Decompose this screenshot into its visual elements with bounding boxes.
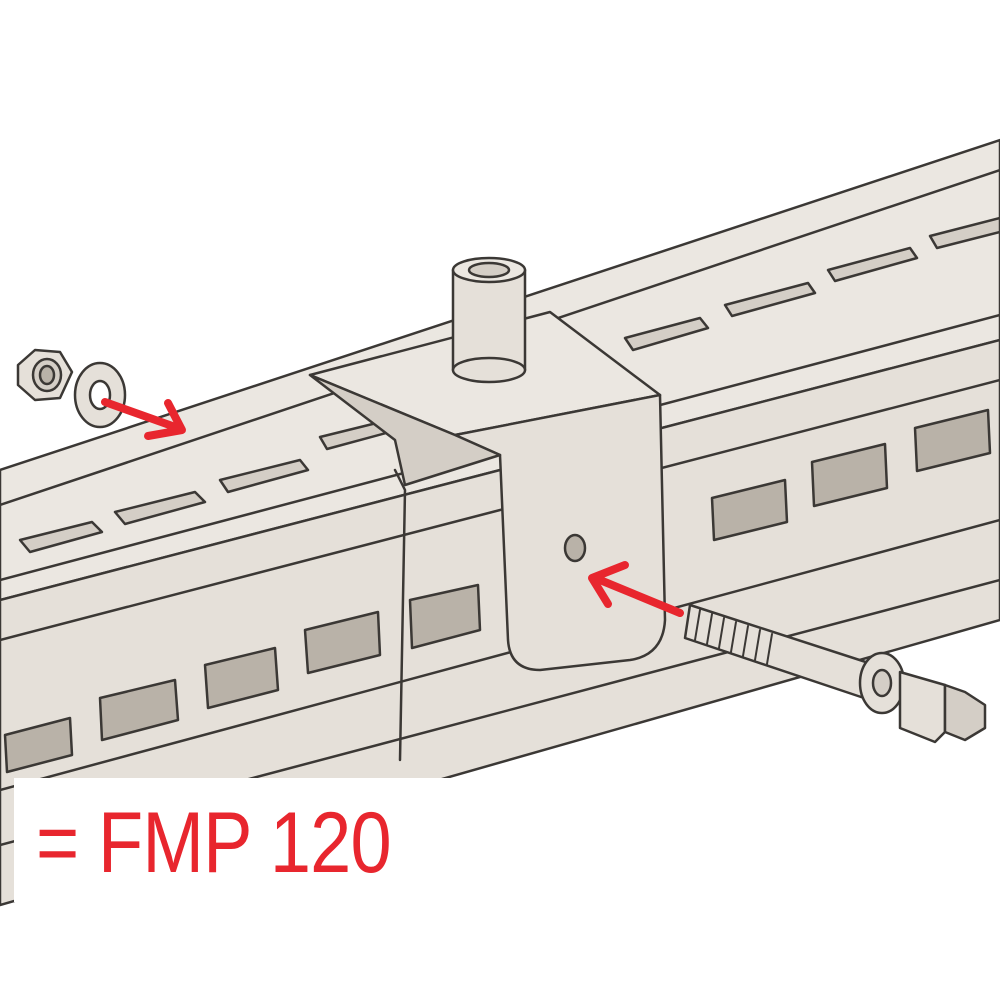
bolt-arrow [596, 576, 684, 617]
hex-nut-icon [16, 348, 74, 402]
label-box [14, 778, 450, 902]
bracket-bolt-hole [563, 533, 587, 563]
washer-icon [73, 361, 127, 429]
rail-front-face [0, 338, 1000, 907]
rail-top-slots [18, 216, 1000, 554]
bolt-icon [683, 603, 987, 744]
product-label: = FMP 120 [36, 795, 392, 891]
rail-joint [393, 468, 407, 762]
bracket-front [453, 393, 667, 672]
rail-front-slots [3, 408, 992, 774]
bolt-arrow-head [588, 561, 629, 608]
threaded-stud [451, 256, 527, 384]
nut-arrow-head [144, 399, 186, 440]
bracket-left-side [308, 373, 502, 487]
arrow-icon [101, 398, 684, 617]
nut-arrow [101, 398, 182, 432]
